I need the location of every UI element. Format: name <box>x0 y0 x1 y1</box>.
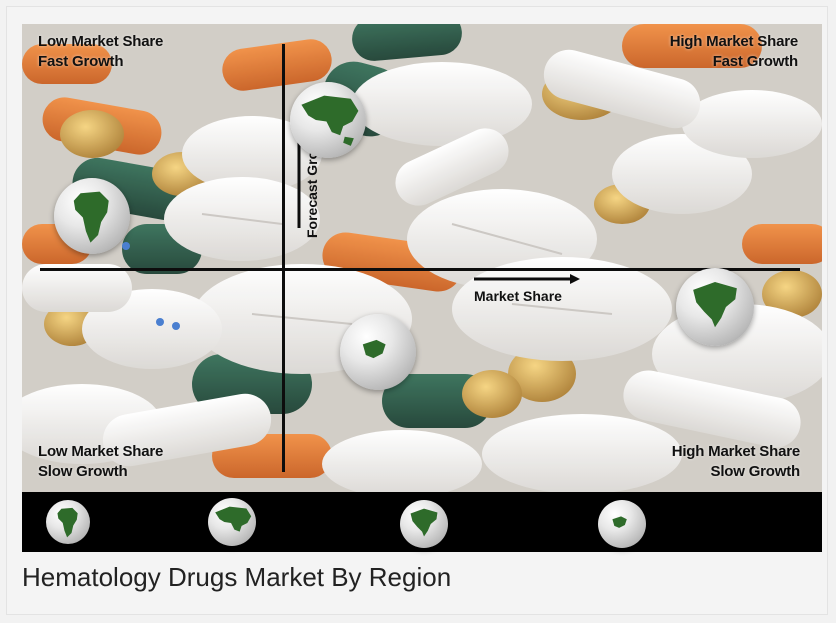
market-share-arrow <box>474 274 580 284</box>
blue-dot <box>122 242 130 250</box>
pills-background <box>22 24 822 492</box>
market-share-label: Market Share <box>474 288 562 304</box>
africa-globe-icon <box>54 178 130 254</box>
figure-caption: Hematology Drugs Market By Region <box>22 562 452 592</box>
africa-globe-icon <box>46 500 90 544</box>
asia-globe-icon <box>208 498 256 546</box>
market-matrix-image: Low Market Share Fast Growth High Market… <box>22 24 822 492</box>
europe-globe-icon <box>598 500 646 548</box>
vertical-axis <box>282 44 285 472</box>
horizontal-axis <box>40 268 800 271</box>
region-legend-strip <box>22 492 822 552</box>
north-america-globe-icon <box>676 268 754 346</box>
label-high-share-fast-growth: High Market Share Fast Growth <box>669 33 799 70</box>
asia-globe-icon <box>290 82 366 158</box>
label-low-share-fast-growth: Low Market Share Fast Growth <box>38 33 164 70</box>
europe-globe-icon <box>340 314 416 390</box>
north-america-globe-icon <box>400 500 448 548</box>
blue-dot <box>156 318 164 326</box>
blue-dot <box>172 322 180 330</box>
label-low-share-slow-growth: Low Market Share Slow Growth <box>38 443 164 480</box>
label-high-share-slow-growth: High Market Share Slow Growth <box>671 443 801 480</box>
